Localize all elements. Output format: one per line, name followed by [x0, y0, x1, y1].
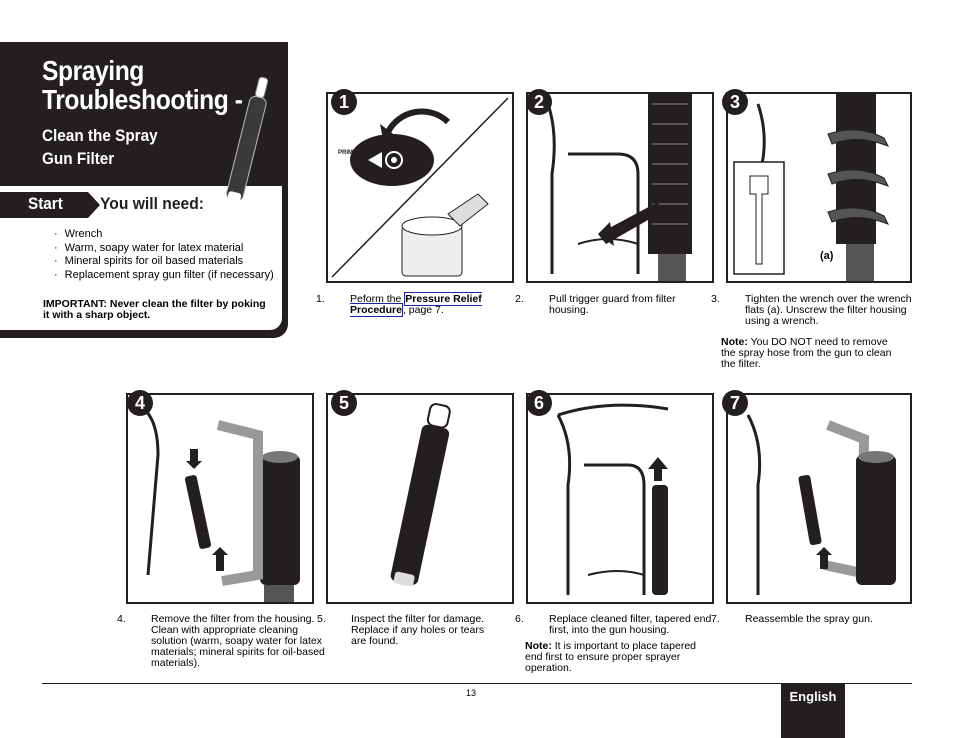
important-warning: IMPORTANT: Never clean the filter by pok…: [43, 298, 266, 321]
list-item: Replacement spray gun filter (if necessa…: [54, 269, 274, 283]
step-5-figure: [326, 393, 514, 604]
step-3-text: 3. Tighten the wrench over the wrench fla…: [711, 293, 915, 327]
list-item: Wrench: [54, 228, 274, 242]
start-label: Start: [28, 194, 63, 213]
list-item: Mineral spirits for oil based materials: [54, 255, 274, 269]
inspect-filter-illustration: [390, 403, 451, 587]
page-title: Spraying Troubleshooting -: [42, 56, 271, 114]
step-text: Peform the: [350, 293, 405, 305]
replace-filter-illustration: [556, 403, 669, 595]
step-6-figure: [526, 393, 714, 604]
step-6-note: Note: It is important to place tapered e…: [525, 641, 710, 674]
list-item: Warm, soapy water for latex material: [54, 242, 274, 256]
step-number: 2.: [515, 293, 524, 305]
step-text: Pull trigger guard from filter housing.: [549, 293, 676, 316]
step-1-badge: 1: [331, 89, 357, 115]
step-5-badge: 5: [331, 390, 357, 416]
step-number: 6.: [515, 613, 524, 625]
you-will-need-heading: You will need:: [100, 194, 204, 213]
remove-filter-illustration: [137, 403, 300, 602]
step-7-figure: [726, 393, 912, 604]
needs-list: Wrench Warm, soapy water for latex mater…: [54, 228, 274, 282]
step-number: 1.: [316, 293, 325, 305]
step-2-figure: [526, 92, 714, 283]
language-tab[interactable]: English: [781, 683, 845, 738]
step-7-badge: 7: [722, 390, 748, 416]
step-text: , page 7.: [402, 304, 444, 316]
step-3-badge: 3: [722, 89, 748, 115]
step-5-text: 5. Inspect the filter for damage. Replace…: [317, 613, 491, 647]
step-3-figure: (a): [726, 92, 912, 283]
step-4-figure: [126, 393, 314, 604]
step-1-figure: PRIME: [326, 92, 514, 283]
step-text: Tighten the wrench over the wrench flats…: [745, 293, 912, 327]
step-4-text: 4. Remove the filter from the housing. Cl…: [117, 613, 327, 669]
pressure-relief-link[interactable]: Pressure Relief Procedure: [350, 292, 482, 317]
step-number: 4.: [117, 613, 126, 625]
page-number: 13: [466, 688, 477, 698]
subtitle-line-1: Clean the Spray: [42, 126, 158, 145]
step-7-text: 7. Reassemble the spray gun.: [711, 613, 915, 625]
trigger-guard-illustration: [546, 94, 692, 281]
step-2-badge: 2: [526, 89, 552, 115]
step-text: Reassemble the spray gun.: [745, 613, 873, 625]
note-text: You DO NOT need to remove the spray hose…: [721, 336, 892, 370]
step-text: Remove the filter from the housing. Clea…: [151, 613, 325, 669]
wrench-illustration: [733, 94, 890, 281]
step-6-text: 6. Replace cleaned filter, tapered end fi…: [515, 613, 719, 636]
step-4-badge: 4: [127, 390, 153, 416]
note-text: It is important to place tapered end fir…: [525, 640, 697, 674]
page-subtitle: Clean the Spray Gun Filter: [42, 124, 195, 170]
step-3-note: Note: You DO NOT need to remove the spra…: [721, 337, 903, 370]
note-label: Note:: [525, 640, 552, 652]
wrench-flats-label: (a): [820, 250, 834, 262]
reassemble-illustration: [746, 414, 896, 595]
footer-divider: [42, 683, 912, 684]
subtitle-line-2: Gun Filter: [42, 149, 115, 168]
step-number: 3.: [711, 293, 720, 305]
step-2-text: 2. Pull trigger guard from filter housing…: [515, 293, 679, 316]
prime-label: PRIME: [338, 150, 358, 156]
step-text: Inspect the filter for damage. Replace i…: [351, 613, 485, 647]
step-number: 5.: [317, 613, 326, 625]
step-1-text: 1. Peform the Pressure Relief Procedure, …: [316, 292, 510, 317]
start-tag: [0, 192, 100, 218]
step-6-badge: 6: [526, 390, 552, 416]
step-number: 7.: [711, 613, 720, 625]
title-line-1: Spraying: [42, 55, 144, 86]
note-label: Note:: [721, 336, 748, 348]
filter-illustration: [226, 76, 269, 203]
title-line-2: Troubleshooting -: [42, 84, 243, 115]
pressure-relief-illustration: [331, 97, 509, 278]
step-text: Replace cleaned filter, tapered end firs…: [549, 613, 712, 636]
